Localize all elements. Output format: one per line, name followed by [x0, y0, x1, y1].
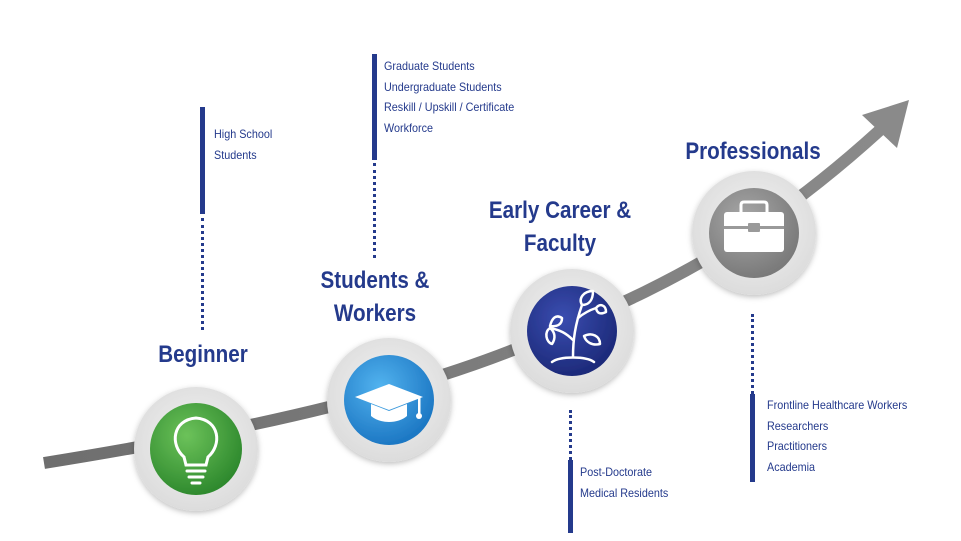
- list-item: Undergraduate Students: [384, 79, 502, 94]
- early-career-audience-list: Post-Doctorate Medical Residents: [580, 462, 668, 503]
- students-dotted-connector: [373, 163, 376, 258]
- list-item: Reskill / Upskill / Certificate: [384, 100, 515, 114]
- graduation-cap-icon: [355, 384, 423, 422]
- beginner-title: Beginner: [158, 341, 248, 368]
- beginner-audience-list: High School Students: [214, 124, 272, 165]
- arrow-head-icon: [862, 100, 909, 148]
- sprout-icon: [545, 289, 608, 364]
- beginner-node: [134, 387, 258, 511]
- professionals-dotted-connector: [751, 314, 754, 394]
- list-item: Frontline Healthcare Workers: [767, 398, 908, 412]
- professionals-audience-list: Frontline Healthcare Workers Researchers…: [767, 395, 907, 477]
- beginner-bar: [200, 107, 205, 214]
- list-item: Workforce: [384, 120, 434, 135]
- briefcase-icon: [724, 200, 784, 252]
- beginner-dotted-connector: [201, 218, 204, 330]
- list-item: Academia: [767, 459, 816, 474]
- early-career-dotted-connector: [569, 410, 572, 460]
- lightbulb-icon: [173, 416, 219, 485]
- students-audience-list: Graduate Students Undergraduate Students…: [384, 56, 514, 138]
- students-title: Students & Workers: [320, 267, 430, 327]
- list-item: Post-Doctorate: [580, 465, 653, 479]
- list-item: Graduate Students: [384, 59, 475, 73]
- professionals-bar: [750, 394, 755, 482]
- early-career-title: Early Career & Faculty: [488, 197, 632, 257]
- list-item: Students: [214, 147, 257, 162]
- early-career-bar: [568, 460, 573, 533]
- professionals-title: Professionals: [685, 138, 821, 165]
- list-item: High School: [214, 127, 273, 141]
- students-bar: [372, 54, 377, 160]
- list-item: Practitioners: [767, 439, 828, 453]
- list-item: Researchers: [767, 418, 829, 433]
- early-career-node: [510, 269, 634, 393]
- list-item: Medical Residents: [580, 485, 669, 500]
